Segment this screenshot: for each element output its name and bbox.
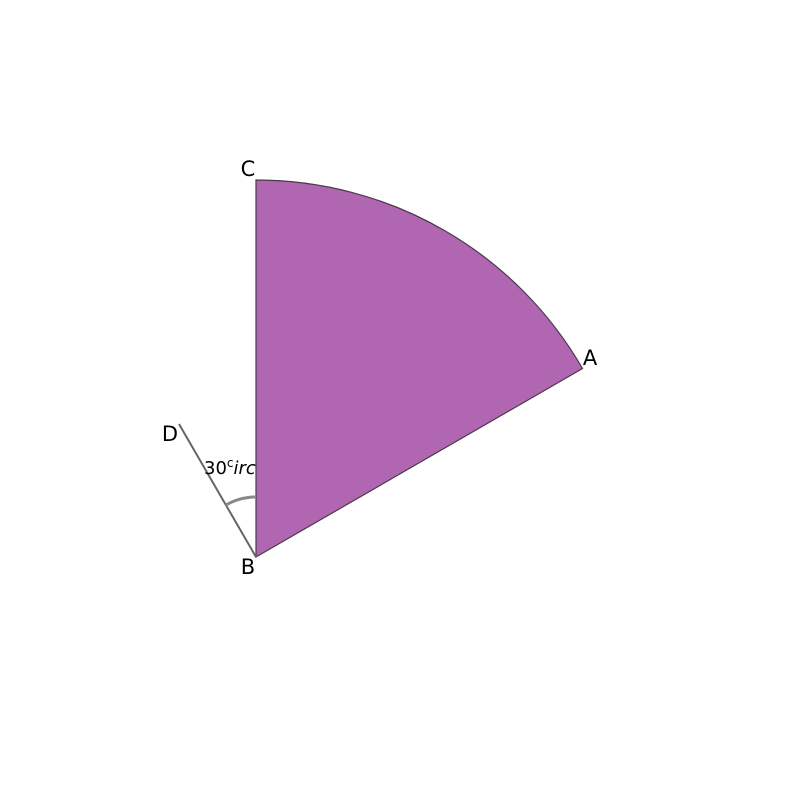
angle-label-superscript: c [227,456,234,470]
angle-label-suffix: irc [234,458,256,479]
angle-label: 30circ [204,456,256,479]
angle-label-value: 30 [204,458,227,479]
segment-bd [178,423,257,558]
point-label-a: A [583,346,598,370]
sector-bca [255,179,584,559]
point-label-c: C [241,157,256,181]
point-label-b: B [241,555,255,579]
point-label-d: D [162,422,178,446]
angle-arc-dbc [225,495,257,507]
